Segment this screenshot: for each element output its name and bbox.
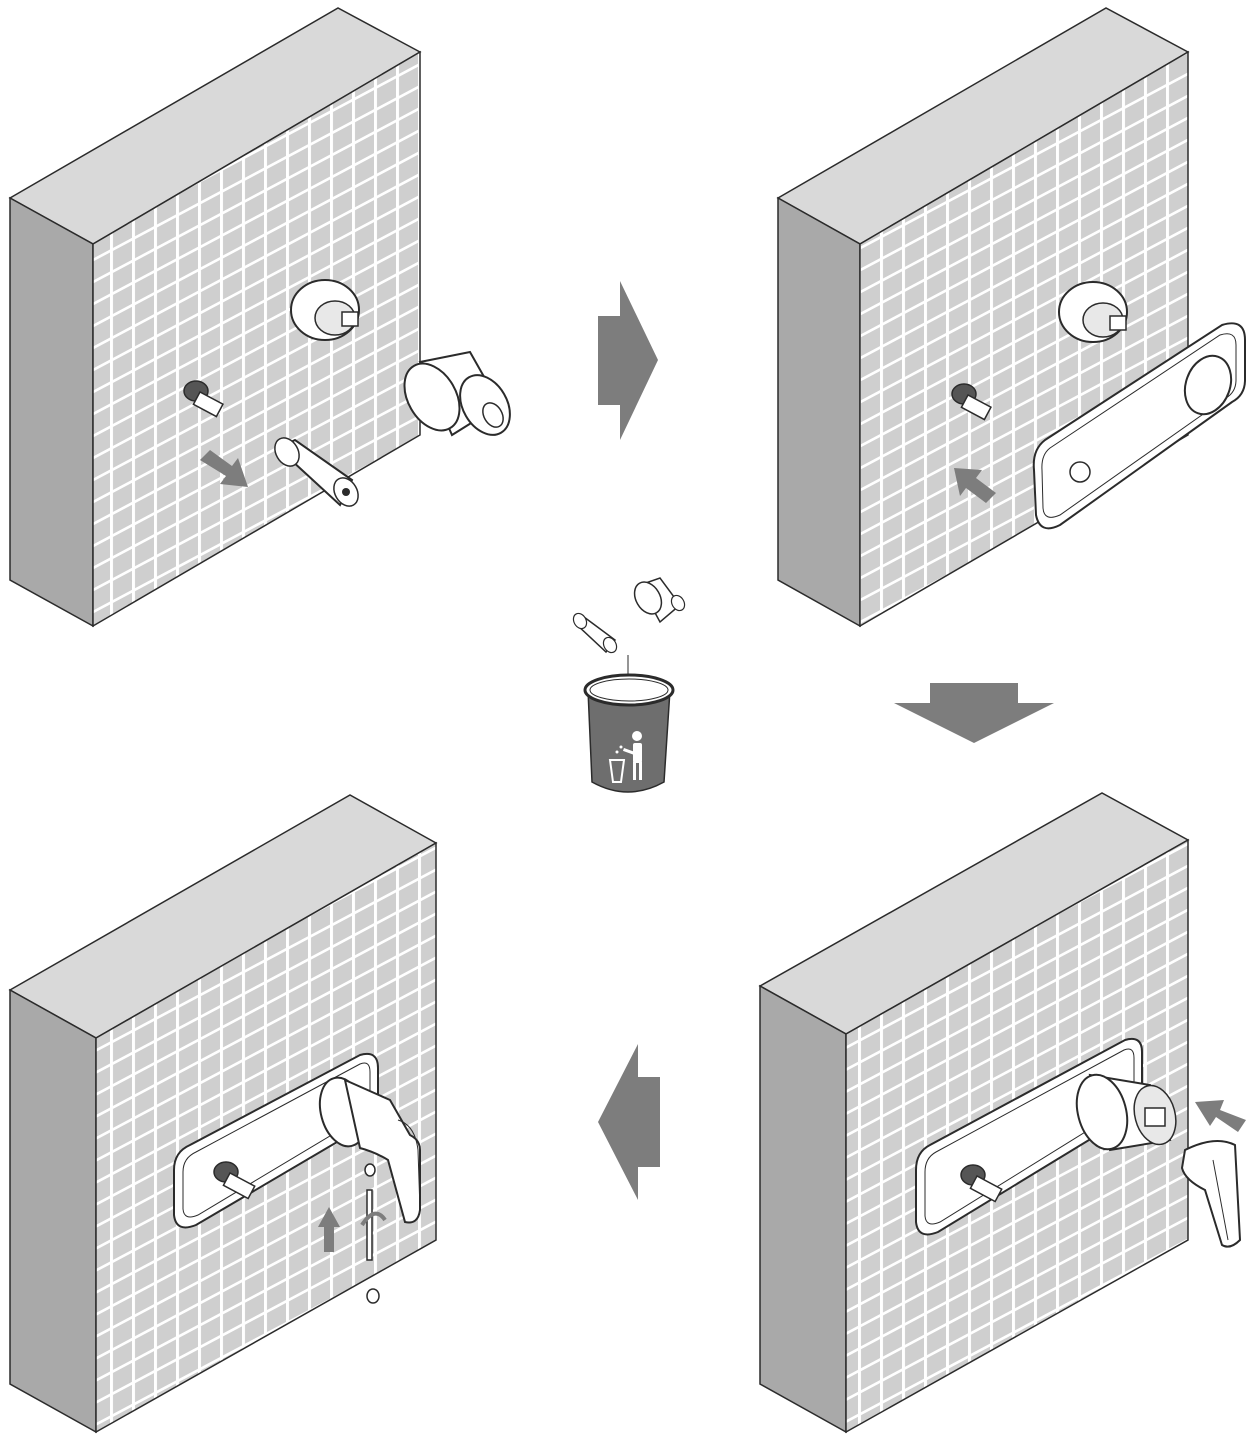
- disposal-group: [572, 577, 686, 793]
- assembled-mixer-handle: [318, 1076, 421, 1224]
- diverter-spindle: [183, 380, 224, 418]
- remove-direction-arrow: [200, 450, 248, 487]
- step-1-panel: [8, 7, 511, 628]
- flow-arrow-down: [894, 683, 1054, 743]
- fit-direction-arrow: [1195, 1100, 1246, 1132]
- mixer-handle-lever: [1180, 1140, 1242, 1248]
- wall-side-face: [9, 988, 97, 1434]
- large-protective-plug: [633, 577, 686, 624]
- wall-side-face: [759, 984, 847, 1434]
- wall-block: [758, 792, 1190, 1434]
- step-2-panel: [776, 7, 1246, 628]
- mixer-sleeve: [1075, 1073, 1177, 1152]
- diverter-spindle: [213, 1161, 256, 1200]
- large-protective-plug: [403, 350, 511, 437]
- flow-arrow-left: [598, 1044, 660, 1200]
- flow-arrow-right: [598, 281, 658, 440]
- wall-side-face: [9, 196, 94, 628]
- step-3-panel: [758, 792, 1246, 1434]
- up-direction-arrow: [318, 1207, 340, 1252]
- person-disposing-icon: [608, 731, 642, 783]
- step-4-panel: [8, 794, 438, 1434]
- fit-direction-arrow: [954, 468, 996, 503]
- valve-cartridge: [1058, 281, 1128, 343]
- trash-bin-icon: [583, 673, 675, 793]
- allen-key: [366, 1189, 373, 1261]
- valve-cartridge: [290, 279, 360, 341]
- cover-plate: [1032, 322, 1246, 530]
- wall-side-face: [777, 196, 861, 628]
- small-protective-plug: [572, 612, 618, 654]
- diverter-spindle: [951, 383, 992, 421]
- grub-screw-and-cap: [360, 1163, 387, 1304]
- diverter-spindle: [960, 1164, 1003, 1203]
- small-protective-plug: [274, 437, 359, 507]
